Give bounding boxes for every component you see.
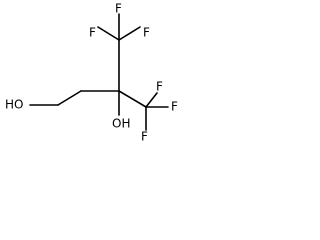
bond-central-to-cf3-bottom [118,90,147,108]
bond-cf3-bottom-f-upper [145,92,158,108]
atom-hydroxyl-center: OH [112,117,130,131]
bond-cf3-top-f-left [97,26,120,41]
atom-f-top-left: F [89,26,96,40]
bonds [29,13,169,131]
structural-formula: F F F HO OH F F F [5,2,178,144]
bond-cf3-top-f-right [118,26,141,41]
atom-f-bottom-right-lower: F [141,130,148,144]
atom-f-top-center: F [115,2,122,16]
atom-hydroxyl-left: HO [5,98,23,112]
atom-labels: F F F HO OH F F F [5,2,178,144]
atom-f-bottom-right-mid: F [171,100,178,114]
atom-f-top-right: F [143,26,150,40]
bond-ch2-to-ch2 [57,90,82,106]
atom-f-bottom-right-upper: F [156,80,163,94]
